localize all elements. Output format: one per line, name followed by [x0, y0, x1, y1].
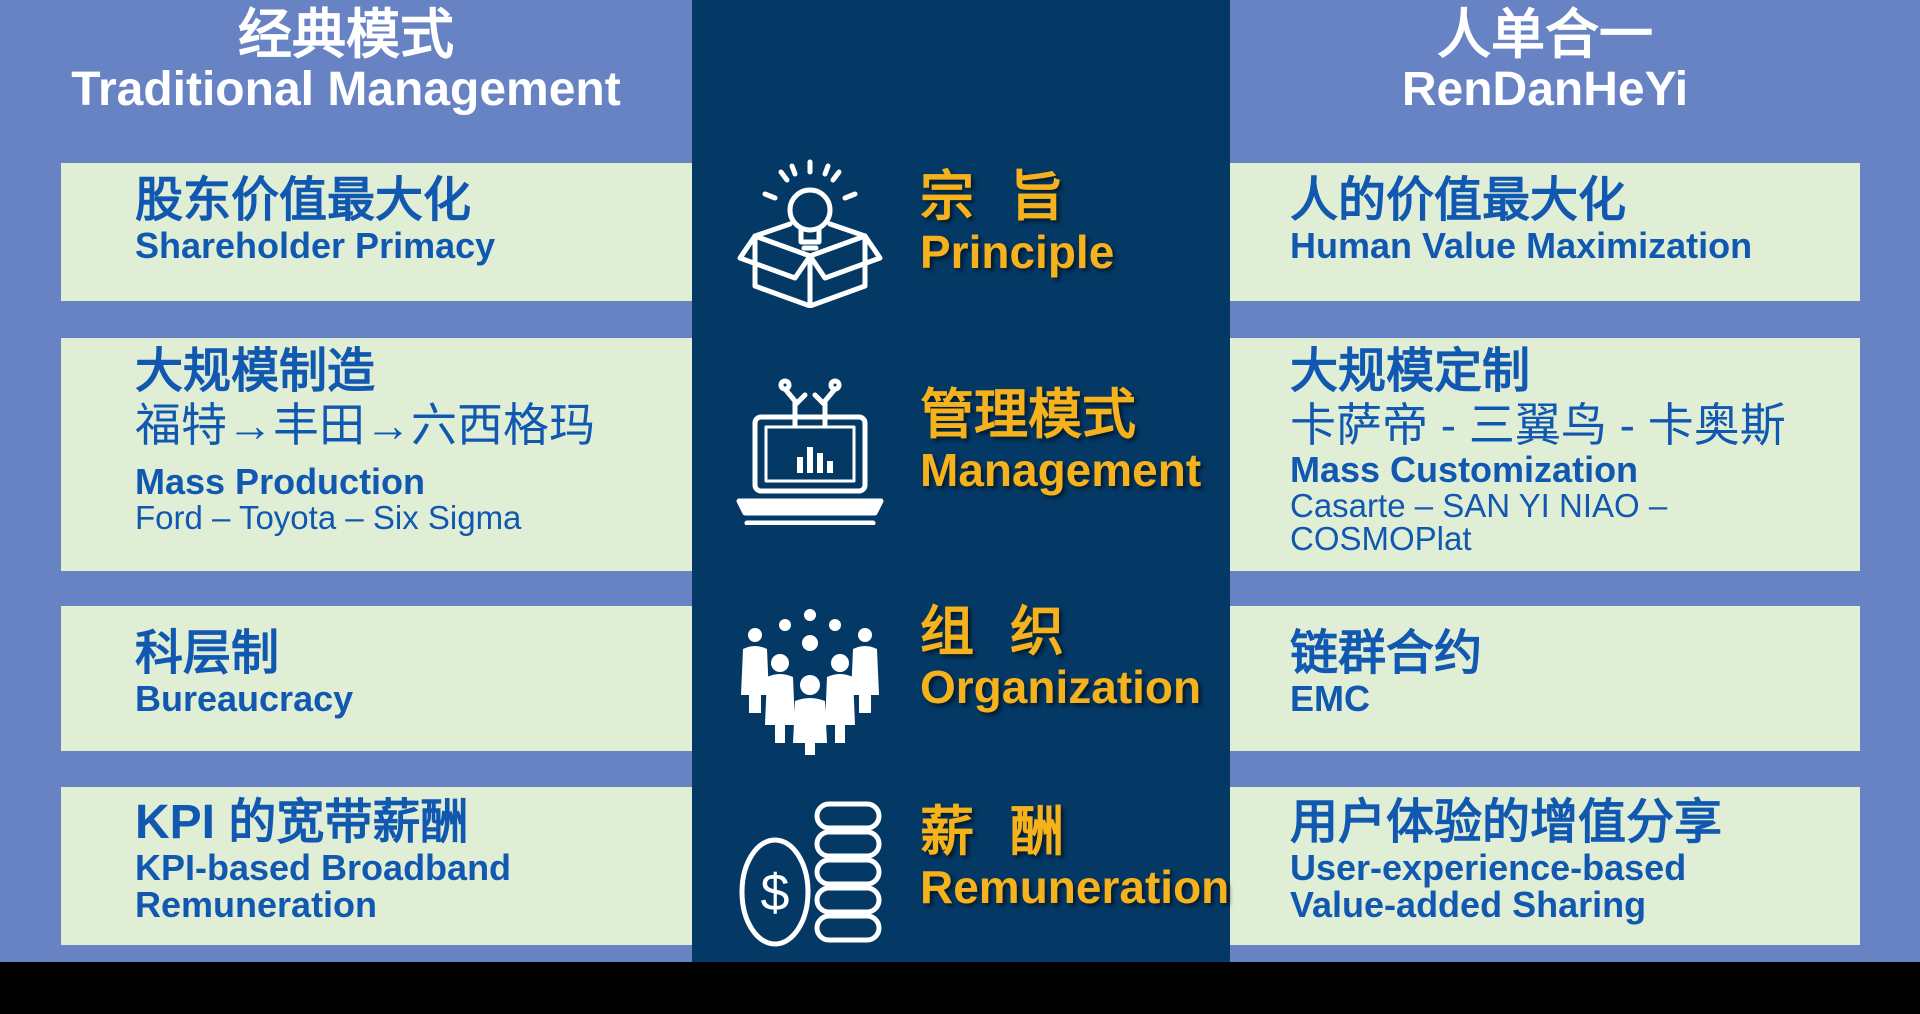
- center-label-remuneration: 薪酬 Remuneration: [920, 802, 1230, 914]
- center-en: Management: [920, 444, 1202, 497]
- lightbulb-box-icon: [737, 159, 883, 308]
- card-en-sub: Ford – Toyota – Six Sigma: [135, 498, 522, 536]
- center-en: Principle: [920, 226, 1115, 279]
- comparison-board: 经典模式 Traditional Management 人单合一 RenDanH…: [0, 0, 1920, 962]
- card-zh: 科层制: [135, 627, 280, 680]
- card-zh: 人的价值最大化: [1290, 174, 1627, 227]
- card-en: Mass Customization: [1290, 449, 1639, 491]
- left-card-management: 大规模制造 福特→丰田→六西格玛 Mass Production Ford – …: [61, 338, 692, 571]
- card-zh: 用户体验的增值分享: [1290, 796, 1723, 849]
- card-en: Mass Production: [135, 461, 426, 503]
- center-label-organization: 组织 Organization: [920, 602, 1202, 714]
- coins-dollar-icon: $: [739, 801, 882, 947]
- right-card-management: 大规模定制 卡萨帝 - 三翼鸟 - 卡奥斯 Mass Customization…: [1230, 338, 1860, 571]
- left-header-en: Traditional Management: [71, 63, 621, 117]
- card-en: EMC: [1290, 678, 1370, 720]
- right-card-organization: 链群合约 EMC: [1230, 606, 1860, 751]
- svg-text:$: $: [761, 864, 790, 922]
- card-en-b: Value-added Sharing: [1290, 883, 1647, 925]
- left-card-principle: 股东价值最大化 Shareholder Primacy: [61, 163, 692, 301]
- left-header-zh: 经典模式: [238, 5, 454, 65]
- left-header: 经典模式 Traditional Management: [0, 6, 692, 116]
- center-en: Remuneration: [920, 861, 1230, 914]
- right-card-remuneration: 用户体验的增值分享 User-experience-based Value-ad…: [1230, 787, 1860, 945]
- center-label-principle: 宗旨 Principle: [920, 167, 1115, 279]
- card-en: Shareholder Primacy: [135, 225, 496, 267]
- center-zh: 组织: [920, 602, 1100, 662]
- center-zh: 管理模式: [920, 385, 1136, 445]
- right-header-en: RenDanHeYi: [1401, 63, 1689, 117]
- people-group-icon: [741, 609, 879, 755]
- card-en: KPI-based Broadband: [135, 847, 512, 889]
- card-en: Human Value Maximization: [1290, 225, 1753, 267]
- card-en-b: Remuneration: [135, 883, 378, 925]
- card-en: Bureaucracy: [135, 678, 354, 720]
- card-zh-sub: 卡萨帝 - 三翼鸟 - 卡奥斯: [1290, 399, 1786, 452]
- card-en-sub: Casarte – SAN YI NIAO –: [1290, 486, 1668, 524]
- center-zh: 薪酬: [920, 802, 1100, 862]
- left-card-remuneration: KPI 的宽带薪酬 KPI-based Broadband Remunerati…: [61, 787, 692, 945]
- card-zh: KPI 的宽带薪酬: [135, 796, 469, 849]
- card-en: User-experience-based: [1290, 847, 1687, 889]
- right-card-principle: 人的价值最大化 Human Value Maximization: [1230, 163, 1860, 301]
- card-zh-sub: 福特→丰田→六西格玛: [135, 399, 595, 452]
- center-label-management: 管理模式 Management: [920, 385, 1202, 497]
- left-card-organization: 科层制 Bureaucracy: [61, 606, 692, 751]
- card-zh: 大规模定制: [1290, 345, 1531, 398]
- center-zh: 宗旨: [920, 167, 1100, 227]
- laptop-chart-icon: [736, 378, 884, 525]
- right-header-zh: 人单合一: [1437, 5, 1653, 65]
- center-en: Organization: [920, 661, 1202, 714]
- right-header: 人单合一 RenDanHeYi: [1230, 6, 1860, 116]
- card-en-sub-b: COSMOPlat: [1290, 520, 1472, 558]
- card-zh: 大规模制造: [135, 345, 376, 398]
- card-zh: 股东价值最大化: [135, 174, 472, 227]
- card-zh: 链群合约: [1290, 627, 1483, 680]
